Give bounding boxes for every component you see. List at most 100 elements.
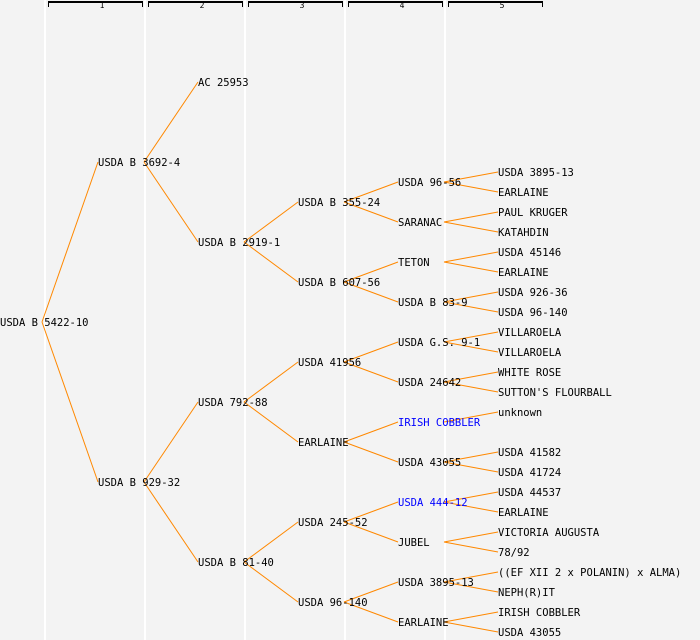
- pedigree-node: USDA B 355-24: [298, 197, 380, 209]
- header-label: 4: [399, 1, 405, 10]
- pedigree-node: USDA 245-52: [298, 517, 368, 529]
- pedigree-node: USDA 45146: [498, 247, 561, 259]
- pedigree-node: USDA 792-88: [198, 397, 268, 409]
- pedigree-connector: [143, 401, 199, 483]
- pedigree-connector: [243, 361, 299, 403]
- pedigree-connector: [143, 481, 199, 563]
- pedigree-connector: [443, 461, 499, 473]
- pedigree-node: VILLAROELA: [498, 347, 562, 359]
- pedigree-connector: [343, 261, 399, 283]
- pedigree-node: USDA B 607-56: [298, 277, 380, 289]
- pedigree-connector: [343, 601, 399, 623]
- pedigree-node: USDA 3895-13: [498, 167, 574, 179]
- pedigree-node: 78/92: [498, 547, 530, 559]
- pedigree-node: USDA 41724: [498, 467, 561, 479]
- pedigree-connector: [443, 611, 499, 623]
- pedigree-connector: [343, 441, 399, 463]
- pedigree-connector: [443, 211, 499, 223]
- pedigree-node: USDA G.S. 9-1: [398, 337, 480, 349]
- pedigree-connector: [343, 361, 399, 383]
- pedigree-node: USDA B 2919-1: [198, 237, 280, 249]
- pedigree-connector: [443, 181, 499, 193]
- column-separator: [144, 0, 146, 640]
- pedigree-node: WHITE ROSE: [498, 367, 561, 379]
- pedigree-connector: [343, 521, 399, 543]
- pedigree-node: USDA 926-36: [498, 287, 568, 299]
- pedigree-connector: [443, 341, 499, 353]
- pedigree-node: USDA 96-140: [498, 307, 568, 319]
- header-bracket: [248, 1, 343, 7]
- pedigree-connector: [443, 571, 499, 583]
- pedigree-node: USDA B 3692-4: [98, 157, 180, 169]
- pedigree-connector: [243, 241, 299, 283]
- pedigree-connector: [343, 581, 399, 603]
- pedigree-connector: [443, 261, 499, 273]
- pedigree-connector: [343, 341, 399, 363]
- pedigree-connector: [343, 181, 399, 203]
- pedigree-connector: [443, 491, 499, 503]
- pedigree-node: USDA 44537: [498, 487, 561, 499]
- pedigree-connector: [443, 291, 499, 303]
- pedigree-connector: [443, 451, 499, 463]
- pedigree-lines: [41, 81, 499, 633]
- header-bracket: [148, 1, 243, 7]
- pedigree-node: USDA B 81-40: [198, 557, 274, 569]
- pedigree-node: VICTORIA AUGUSTA: [498, 527, 600, 539]
- pedigree-node: EARLAINE: [298, 437, 349, 449]
- pedigree-node: AC 25953: [198, 77, 249, 89]
- header-bracket: [48, 1, 143, 7]
- pedigree-connector: [343, 201, 399, 223]
- column-separator: [44, 0, 46, 640]
- pedigree-node: USDA 41582: [498, 447, 561, 459]
- pedigree-connector: [443, 301, 499, 313]
- pedigree-node: USDA 43055: [498, 627, 561, 639]
- pedigree-connector: [143, 161, 199, 243]
- pedigree-node: USDA 96-140: [298, 597, 368, 609]
- pedigree-connector: [443, 221, 499, 233]
- pedigree-connector: [443, 381, 499, 393]
- pedigree-node-link[interactable]: IRISH COBBLER: [398, 417, 481, 429]
- pedigree-node: EARLAINE: [398, 617, 449, 629]
- pedigree-connector: [243, 401, 299, 443]
- pedigree-connector: [243, 521, 299, 563]
- pedigree-connector: [343, 421, 399, 443]
- header-bracket: [348, 1, 443, 7]
- pedigree-node: SARANAC: [398, 217, 442, 229]
- pedigree-node: TETON: [398, 257, 430, 269]
- pedigree-connector: [443, 581, 499, 593]
- pedigree-connector: [443, 171, 499, 183]
- pedigree-node: USDA B 83-9: [398, 297, 468, 309]
- pedigree-node: USDA 41956: [298, 357, 361, 369]
- pedigree-node: USDA 3895-13: [398, 577, 474, 589]
- pedigree-node: EARLAINE: [498, 507, 549, 519]
- pedigree-connector: [243, 201, 299, 243]
- pedigree-node: VILLAROELA: [498, 327, 562, 339]
- pedigree-connector: [443, 621, 499, 633]
- pedigree-node: USDA 24642: [398, 377, 461, 389]
- pedigree-connector: [443, 371, 499, 383]
- header-label: 2: [199, 1, 205, 10]
- column-separator: [344, 0, 346, 640]
- pedigree-node: PAUL KRUGER: [498, 207, 568, 219]
- pedigree-connector: [243, 561, 299, 603]
- pedigree-node: USDA B 929-32: [98, 477, 180, 489]
- header-label: 5: [499, 1, 505, 10]
- pedigree-node: JUBEL: [398, 537, 430, 549]
- pedigree-node: EARLAINE: [498, 187, 549, 199]
- pedigree-node: USDA 96-56: [398, 177, 461, 189]
- pedigree-node: USDA 43055: [398, 457, 461, 469]
- pedigree-connector: [443, 501, 499, 513]
- pedigree-connector: [143, 81, 199, 163]
- pedigree-node-link[interactable]: USDA 444-12: [398, 497, 468, 509]
- header-label: 1: [99, 1, 105, 10]
- pedigree-node: SUTTON'S FLOURBALL: [498, 387, 612, 399]
- header-bracket: [448, 1, 543, 7]
- column-separator: [444, 0, 446, 640]
- pedigree-node: unknown: [498, 407, 542, 419]
- pedigree-node: KATAHDIN: [498, 227, 549, 239]
- pedigree-connector: [443, 251, 499, 263]
- pedigree-node: EARLAINE: [498, 267, 549, 279]
- pedigree-node: USDA B 5422-10: [0, 317, 89, 329]
